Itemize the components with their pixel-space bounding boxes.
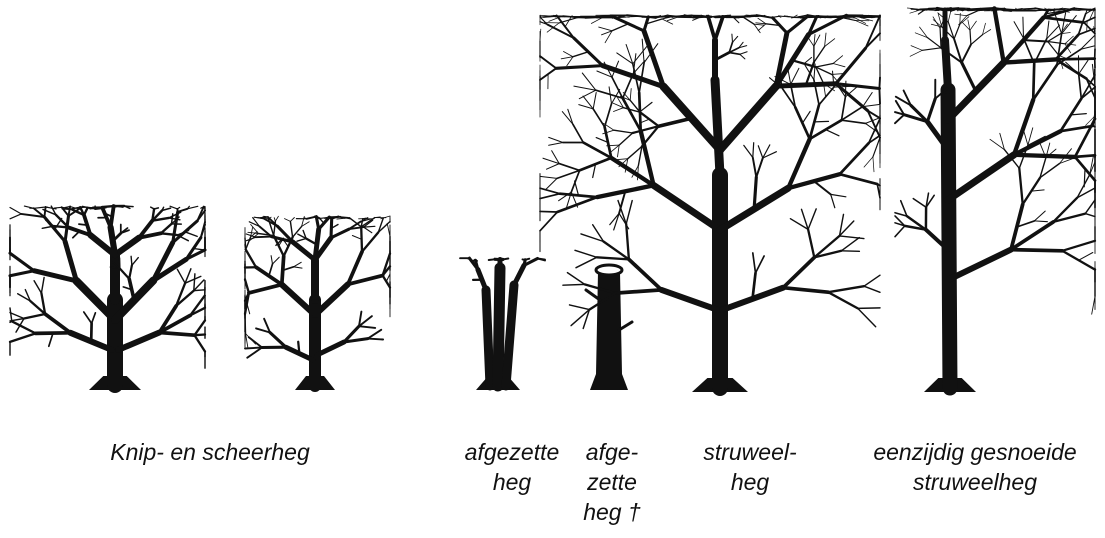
coppiced-hedge [460,258,545,390]
caption-line: Knip- en scheerheg [60,437,360,467]
caption-line: struweel- [670,437,830,467]
caption-line: struweelheg [845,467,1105,497]
one-sided-pruned-tree [895,8,1095,392]
stump-cut-top [596,265,622,275]
caption-afgezette-heg-dagger: afge- zette heg † [562,437,662,527]
caption-line: afge- [562,437,662,467]
caption-line: heg † [562,497,662,527]
caption-eenzijdig-gesnoeide-struweelheg: eenzijdig gesnoeide struweelheg [845,437,1105,497]
clipped-shrub-2 [245,216,390,390]
clipped-shrub-1 [10,206,205,390]
caption-knip-en-scheerheg: Knip- en scheerheg [60,437,360,467]
caption-struweelheg: struweel- heg [670,437,830,497]
caption-line: eenzijdig gesnoeide [845,437,1105,467]
stump-trunk [590,272,628,390]
thicket-hedge-tree [540,15,880,392]
coppiced-stump [586,265,632,390]
caption-line: heg [670,467,830,497]
caption-line: zette [562,467,662,497]
